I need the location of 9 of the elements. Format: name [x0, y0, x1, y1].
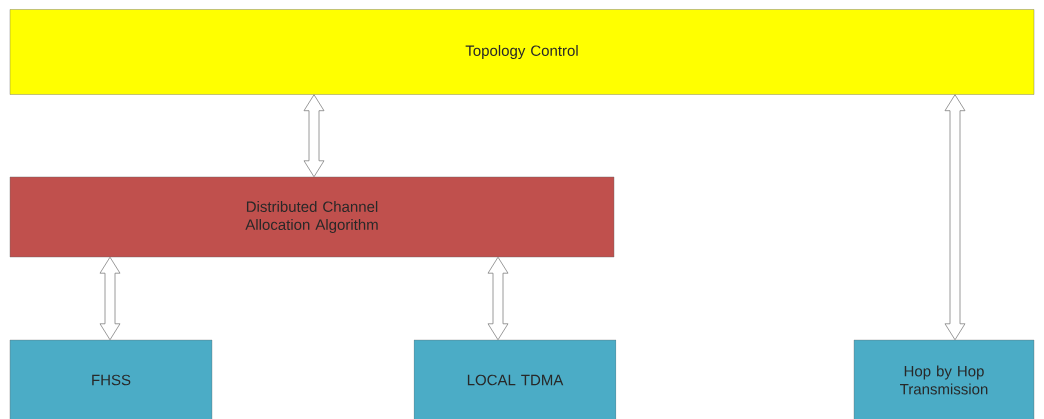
process-box: Hop by Hop Transmission	[853, 339, 1035, 419]
process-box: FHSS	[9, 339, 213, 419]
process-box: LOCAL TDMA	[413, 339, 617, 419]
process-box: Topology Control	[9, 9, 1035, 95]
double-arrow	[99, 256, 121, 341]
double-arrow	[303, 94, 325, 178]
double-arrow	[944, 94, 966, 341]
process-box: Distributed Channel Allocation Algorithm	[9, 176, 615, 258]
double-arrow	[487, 256, 509, 341]
